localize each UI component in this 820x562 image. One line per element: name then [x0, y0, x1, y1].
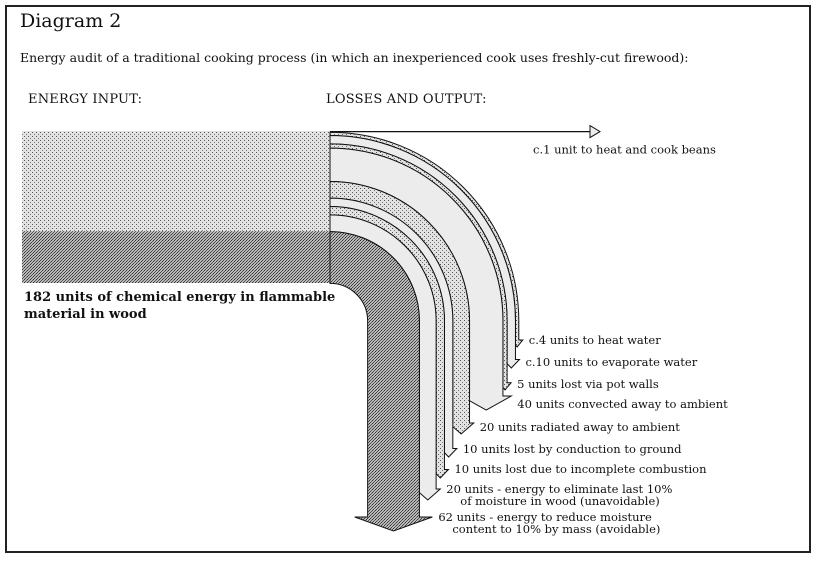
diagram-frame	[5, 5, 811, 553]
input-band-light	[22, 131, 330, 232]
flow-band	[329, 231, 433, 532]
flow-label: 62 units - energy to reduce moisture	[438, 510, 652, 524]
flow-label: 20 units - energy to eliminate last 10%	[446, 482, 672, 496]
flow-arrowhead	[589, 124, 601, 139]
flow-label: 20 units radiated away to ambient	[480, 420, 681, 434]
diagram-title: Diagram 2	[20, 10, 122, 32]
flow-label: 10 units lost by conduction to ground	[463, 442, 682, 456]
flow-bands	[329, 124, 601, 532]
losses-output-heading: LOSSES AND OUTPUT:	[326, 92, 487, 107]
flow-label: content to 10% by mass (avoidable)	[452, 522, 660, 536]
flow-label: c.10 units to evaporate water	[525, 355, 697, 369]
flow-label: 10 units lost due to incomplete combusti…	[454, 462, 707, 476]
diagram-subtitle: Energy audit of a traditional cooking pr…	[20, 50, 689, 65]
energy-input-heading: ENERGY INPUT:	[28, 92, 143, 107]
flow-labels: c.1 unit to heat and cook beans c.4 units…	[438, 143, 728, 536]
flow-label: of moisture in wood (unavoidable)	[460, 494, 659, 508]
input-label: 182 units of chemical energy in flammabl…	[24, 290, 336, 322]
input-band	[22, 131, 330, 283]
flow-label: 40 units convected away to ambient	[517, 397, 728, 411]
flow-label: c.4 units to heat water	[529, 333, 661, 347]
flow-label: c.1 unit to heat and cook beans	[533, 143, 716, 157]
flow-label: 5 units lost via pot walls	[517, 377, 659, 391]
input-band-dark	[22, 231, 330, 283]
